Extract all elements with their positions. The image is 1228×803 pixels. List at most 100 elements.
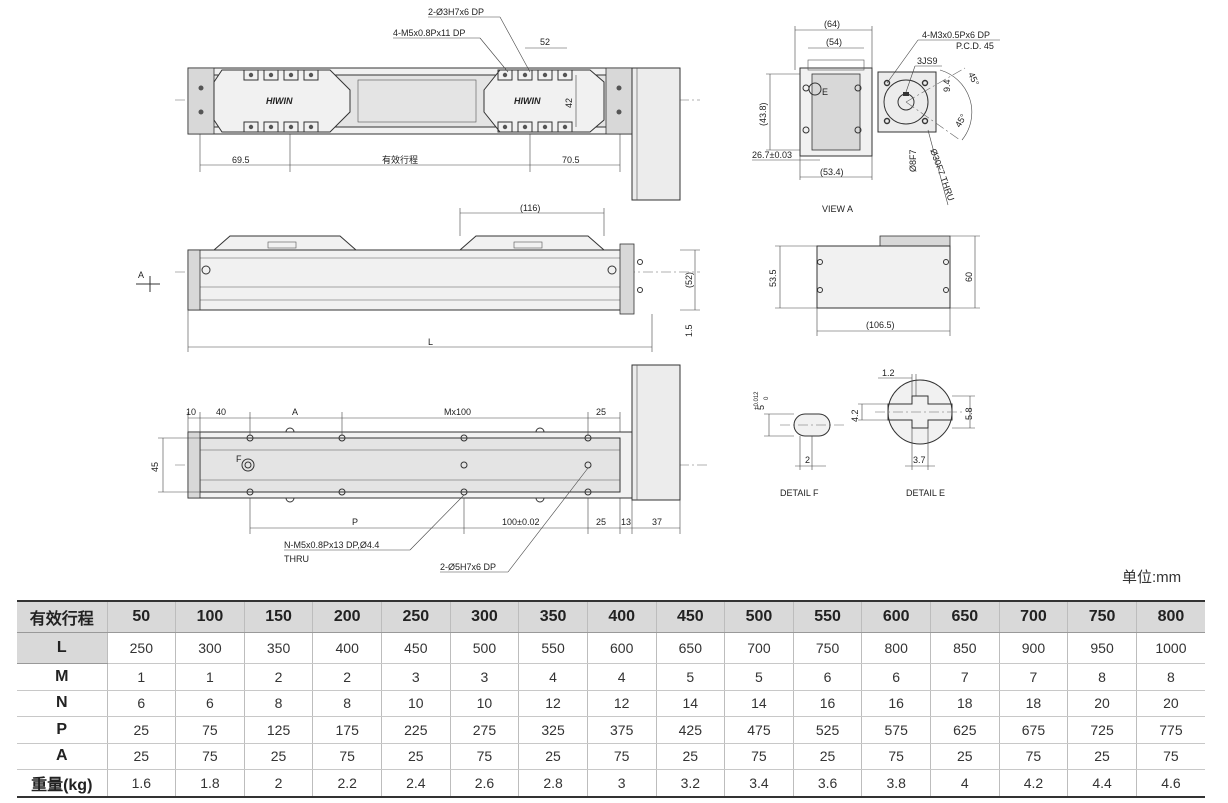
- table-cell: 1000: [1135, 632, 1205, 664]
- table-cell: 750: [792, 632, 862, 664]
- table-cell: 7: [998, 663, 1068, 691]
- table-cell: 2.8: [518, 769, 588, 797]
- table-cell: 3: [449, 663, 519, 691]
- header-stroke-value: 250: [381, 601, 451, 633]
- table-cell: 18: [930, 690, 1000, 717]
- dim-5: 5: [756, 405, 766, 410]
- tol-upper: +0.012: [754, 391, 760, 410]
- bottom-view: F 10 40 A Mx100 25 45 P 100±0.02 25 13 3…: [150, 364, 710, 573]
- dim-P: P: [352, 517, 358, 527]
- table-cell: 75: [1135, 743, 1205, 770]
- table-cell: 75: [861, 743, 931, 770]
- table-cell: 650: [655, 632, 725, 664]
- table-cell: 850: [930, 632, 1000, 664]
- table-cell: 5: [655, 663, 725, 691]
- dim-9-4: 9.4: [942, 79, 952, 92]
- dim-60: 60: [964, 272, 974, 282]
- header-stroke-value: 650: [930, 601, 1000, 633]
- callout-d8f7: Ø8F7: [908, 149, 918, 172]
- callout-n-holes: N-M5x0.8Px13 DP,Ø4.4: [284, 540, 379, 550]
- table-cell: 4: [518, 663, 588, 691]
- table-cell: 4: [586, 663, 656, 691]
- header-stroke-value: 700: [998, 601, 1068, 633]
- row-label: 重量(kg): [17, 769, 107, 797]
- dim-43-8: (43.8): [758, 102, 768, 126]
- table-cell: 725: [1067, 716, 1137, 744]
- table-cell: 8: [312, 690, 382, 717]
- view-a-label: VIEW A: [822, 204, 853, 214]
- table-cell: 7: [930, 663, 1000, 691]
- table-cell: 6: [106, 690, 176, 717]
- table-cell: 75: [175, 743, 245, 770]
- table-cell: 4.4: [1067, 769, 1137, 797]
- callout-thru: THRU: [284, 554, 309, 564]
- dim-53-5: 53.5: [768, 269, 778, 287]
- table-cell: 18: [998, 690, 1068, 717]
- table-cell: 350: [243, 632, 313, 664]
- header-stroke-label: 有效行程: [17, 601, 107, 633]
- table-cell: 10: [381, 690, 451, 717]
- callout-pin-hole-bottom: 2-Ø5H7x6 DP: [440, 562, 496, 572]
- dim-52: 52: [540, 37, 550, 47]
- table-cell: 14: [724, 690, 794, 717]
- table-cell: 3.4: [724, 769, 794, 797]
- dim-106-5: (106.5): [866, 320, 895, 330]
- table-cell: 625: [930, 716, 1000, 744]
- angle-45-bottom: 45°: [953, 112, 969, 129]
- detail-f: 5 +0.012 0 2 DETAIL F: [754, 391, 846, 498]
- table-cell: 175: [312, 716, 382, 744]
- side-view: (116) (52) 1.5 L A: [136, 203, 700, 352]
- table-cell: 475: [724, 716, 794, 744]
- table-cell: 1: [106, 663, 176, 691]
- table-cell: 1: [175, 663, 245, 691]
- header-stroke-value: 150: [243, 601, 313, 633]
- dim-37: 37: [652, 517, 662, 527]
- callout-tap-hole: 4-M5x0.8Px11 DP: [393, 28, 465, 38]
- callout-3js9: 3JS9: [917, 56, 938, 66]
- table-cell: 14: [655, 690, 725, 717]
- tol-lower: 0: [764, 396, 770, 400]
- dim-2: 2: [805, 455, 810, 465]
- angle-45-top: 45°: [966, 71, 981, 88]
- mark-e: E: [822, 87, 828, 97]
- table-cell: 25: [655, 743, 725, 770]
- table-cell: 2.4: [381, 769, 451, 797]
- table-cell: 2: [243, 663, 313, 691]
- motor-bottom: [631, 364, 681, 501]
- table-cell: 775: [1135, 716, 1205, 744]
- table-cell: 2.6: [449, 769, 519, 797]
- dim-26-7: 26.7±0.03: [752, 150, 792, 160]
- end-cap-left: [187, 67, 215, 135]
- table-cell: 25: [106, 716, 176, 744]
- table-cell: 6: [861, 663, 931, 691]
- callout-d30f7: Ø30F7 THRU: [928, 147, 956, 202]
- table-cell: 575: [861, 716, 931, 744]
- dim-L: L: [428, 337, 433, 347]
- row-label: P: [17, 716, 107, 744]
- dim-100-tol: 100±0.02: [502, 517, 539, 527]
- table-cell: 2.2: [312, 769, 382, 797]
- table-cell: 400: [312, 632, 382, 664]
- table-cell: 25: [381, 743, 451, 770]
- header-stroke-value: 450: [655, 601, 725, 633]
- table-cell: 3: [381, 663, 451, 691]
- view-mark-a: A: [138, 270, 144, 280]
- table-cell: 325: [518, 716, 588, 744]
- table-cell: 2: [312, 663, 382, 691]
- unit-label: 单位:mm: [1122, 569, 1182, 586]
- row-label: A: [17, 743, 107, 770]
- table-cell: 950: [1067, 632, 1137, 664]
- dim-1-2: 1.2: [882, 368, 895, 378]
- table-cell: 75: [586, 743, 656, 770]
- table-cell: 3: [586, 769, 656, 797]
- row-label: L: [17, 632, 107, 664]
- dim-25-top: 25: [596, 407, 606, 417]
- table-cell: 3.2: [655, 769, 725, 797]
- end-view-body: [816, 245, 951, 309]
- header-stroke-value: 350: [518, 601, 588, 633]
- table-cell: 4.6: [1135, 769, 1205, 797]
